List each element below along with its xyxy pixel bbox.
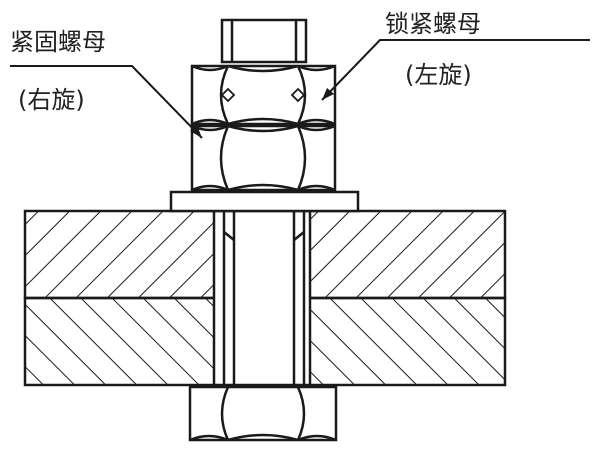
fastening-nut [190, 124, 337, 192]
washer [169, 190, 360, 213]
lock-nut-direction: (左旋) [405, 61, 472, 89]
fastening-nut-leader [10, 65, 203, 139]
bolt-end [220, 18, 308, 64]
bolt-shank [222, 209, 306, 387]
bolt-head [188, 385, 338, 442]
fastening-nut-direction: (右旋) [18, 86, 85, 114]
lock-nut-label: 锁紧螺母 [385, 10, 481, 38]
lock-nut [190, 64, 337, 126]
lock-nut-leader [321, 39, 590, 101]
fastening-nut-label: 紧固螺母 [10, 28, 106, 56]
